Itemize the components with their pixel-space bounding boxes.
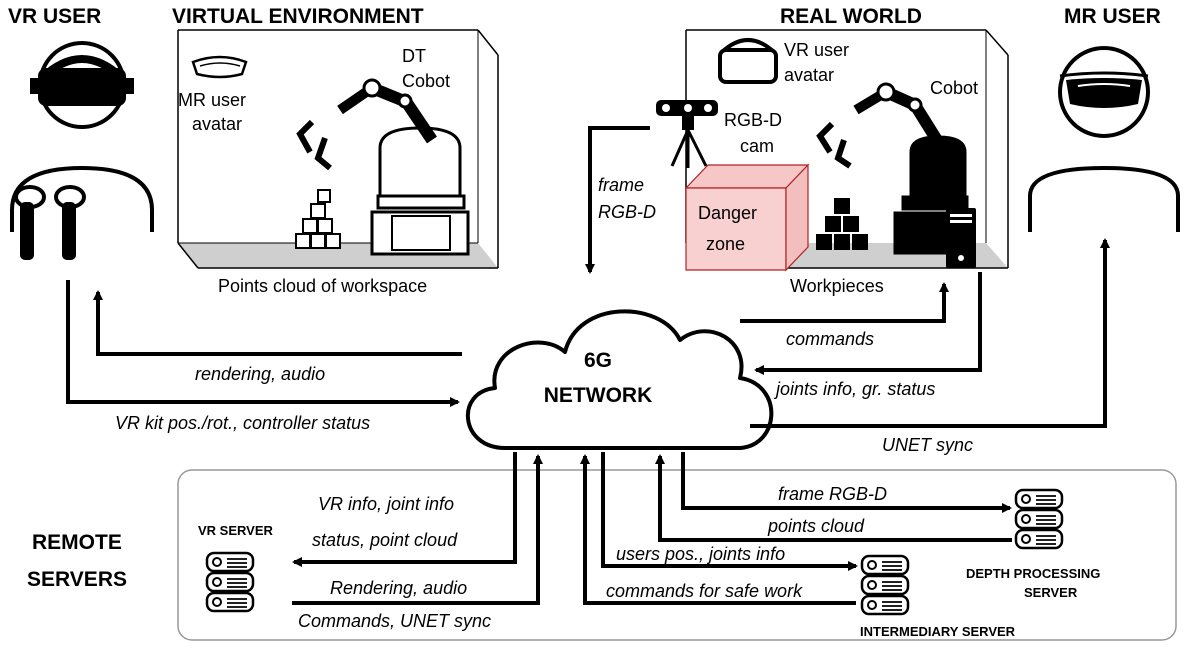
mr-headset-icon (191, 55, 248, 79)
rgbd-cam-label-line2: cam (740, 136, 774, 156)
mr-avatar-label-line2: avatar (192, 114, 242, 134)
network-label-line2: NETWORK (544, 384, 653, 407)
vr-server-icon (205, 551, 255, 613)
virtual-environment-heading: VIRTUAL ENVIRONMENT (172, 5, 424, 28)
network-label-line1: 6G (584, 349, 612, 372)
rgbd-camera-icon (656, 100, 718, 168)
unet-sync-arrow (750, 238, 1110, 428)
remote-servers-panel (177, 469, 1177, 641)
mr-user-heading: MR USER (1064, 5, 1161, 28)
depth-server-icon (1014, 488, 1064, 550)
vr-server-label: VR SERVER (198, 523, 274, 538)
danger-zone-box (684, 163, 810, 272)
rendering-audio-label: rendering, audio (195, 364, 325, 384)
vr-info-arrow (292, 452, 517, 567)
frame-rgbd-arrow (585, 126, 650, 274)
rgbd-cam-label-line1: RGB-D (724, 110, 782, 130)
commands-arrow (740, 282, 949, 323)
rendering-audio-server-label: Rendering, audio (330, 578, 467, 598)
joints-info-label: joints info, gr. status (773, 379, 935, 399)
frame-label-line1: frame (598, 175, 644, 195)
points-cloud-label: points cloud (767, 516, 865, 536)
vr-user-heading: VR USER (8, 5, 101, 28)
joints-info-arrow (754, 272, 982, 375)
danger-zone-label-line1: Danger (698, 203, 757, 223)
users-pos-label: users pos., joints info (616, 544, 785, 564)
remote-servers-heading-line1: REMOTE (32, 531, 122, 554)
rendering-commands-arrow (292, 454, 543, 605)
danger-zone-label-line2: zone (706, 234, 745, 254)
intermediary-server-icon (860, 554, 910, 616)
digital-twin-cobot-icon (296, 78, 470, 256)
dt-label-line2: Cobot (402, 71, 450, 91)
points-cloud-caption: Points cloud of workspace (218, 276, 427, 296)
dt-label-line1: DT (402, 46, 426, 66)
vr-info-label-line2: status, point cloud (312, 530, 458, 550)
unet-sync-label: UNET sync (882, 435, 973, 455)
controller-pc-icon (946, 208, 976, 268)
6g-network-cloud (466, 309, 774, 451)
real-world-heading: REAL WORLD (780, 5, 922, 28)
depth-server-label-line1: DEPTH PROCESSING (966, 566, 1100, 581)
depth-server-label-line2: SERVER (1024, 585, 1078, 600)
real-workpieces-icon (816, 198, 868, 250)
vr-info-label-line1: VR info, joint info (318, 494, 454, 514)
frame-label-line2: RGB-D (598, 202, 656, 222)
frame-rgbd-server-arrow (681, 452, 1012, 513)
virtual-workpieces-icon (295, 189, 341, 249)
vr-avatar-label-line1: VR user (784, 40, 849, 60)
vr-controller-icon (14, 185, 86, 260)
vr-avatar-label-line2: avatar (784, 65, 834, 85)
remote-servers-heading-line2: SERVERS (27, 568, 127, 591)
mr-avatar-label-line1: MR user (178, 90, 246, 110)
vr-avatar-headset-icon (718, 38, 778, 84)
mr-user-figure (1028, 46, 1180, 232)
cobot-label: Cobot (930, 78, 978, 98)
intermediary-server-label: INTERMEDIARY SERVER (860, 624, 1016, 639)
users-pos-arrow (601, 452, 858, 571)
frame-rgbd-server-label: frame RGB-D (778, 484, 887, 504)
vr-kit-label: VR kit pos./rot., controller status (115, 413, 370, 433)
workpieces-label: Workpieces (790, 276, 884, 296)
rendering-audio-arrow (93, 290, 462, 356)
vr-user-figure (10, 41, 154, 260)
commands-unet-label: Commands, UNET sync (298, 611, 491, 631)
commands-safe-arrow (580, 454, 856, 605)
commands-safe-label: commands for safe work (606, 581, 803, 601)
commands-label: commands (786, 329, 874, 349)
vr-kit-arrow (66, 280, 460, 407)
points-cloud-arrow (655, 454, 1012, 542)
